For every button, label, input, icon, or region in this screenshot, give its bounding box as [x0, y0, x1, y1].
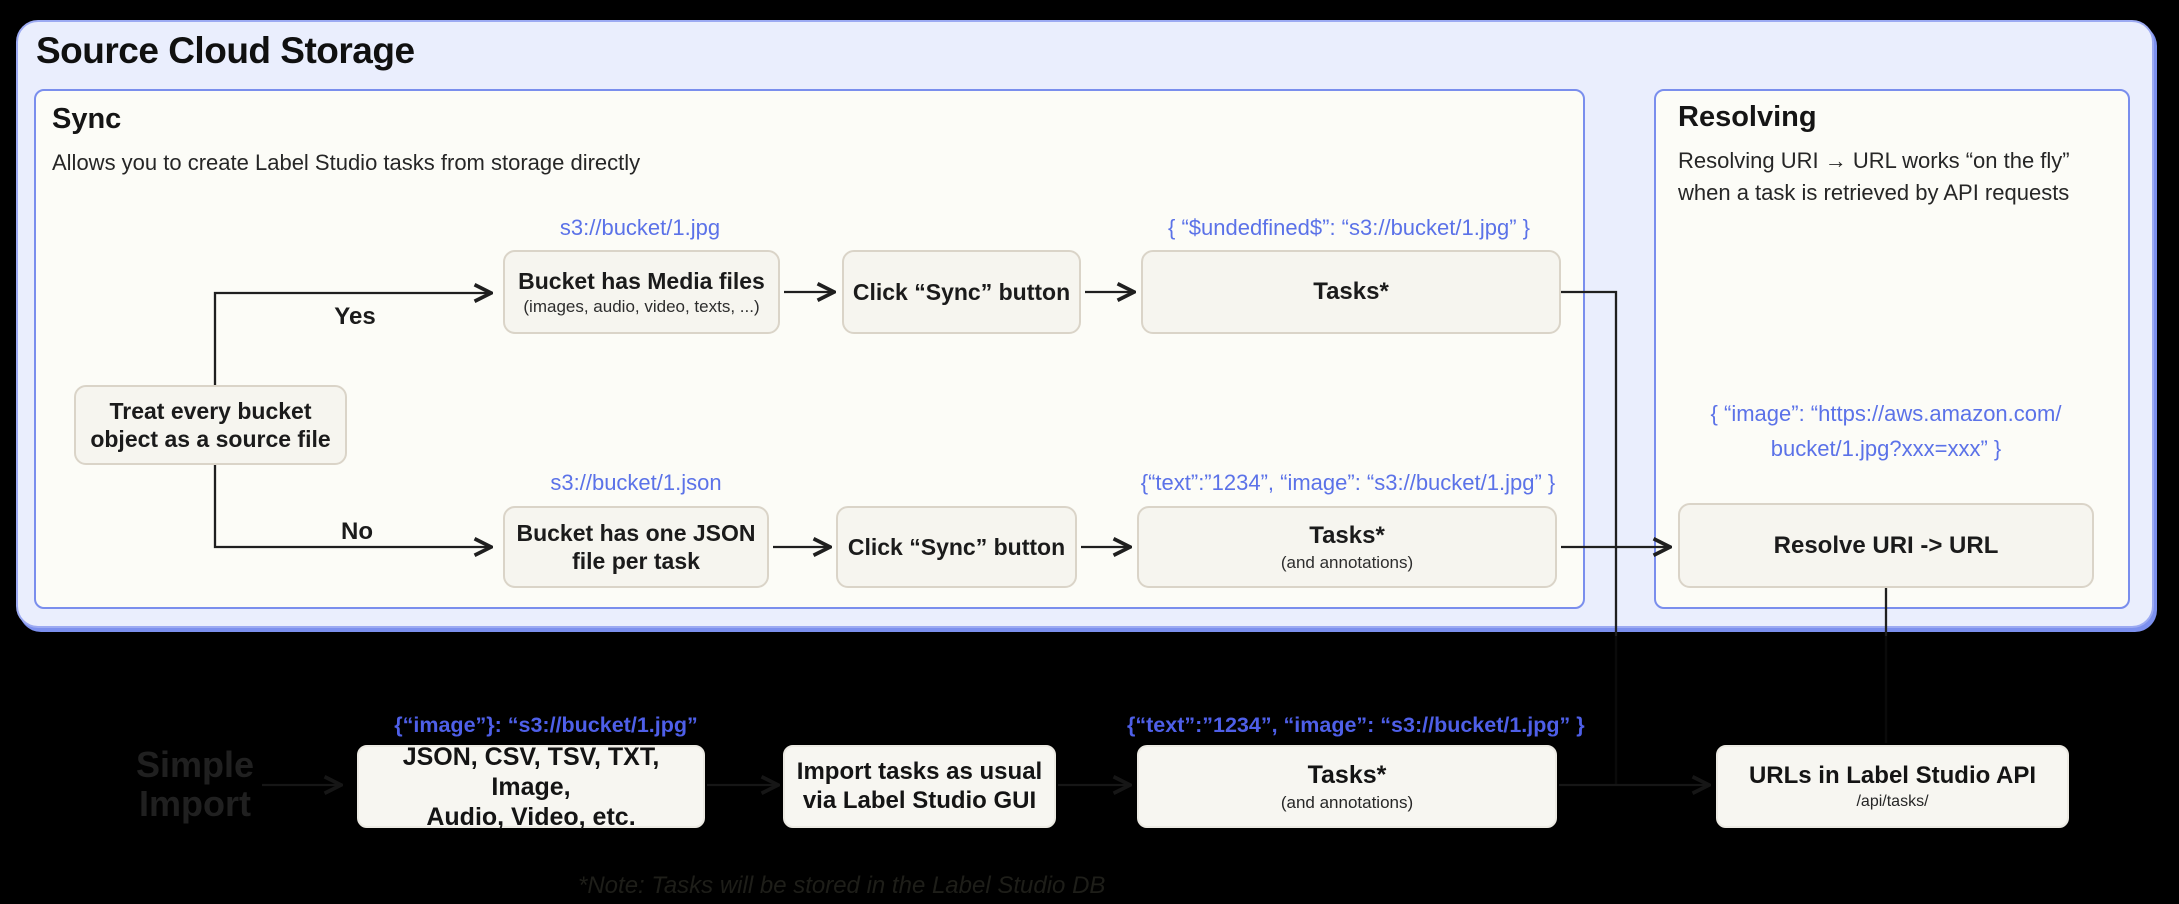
- node-click-sync-top: Click “Sync” button: [842, 250, 1081, 334]
- node-decision-bucket-object: Treat every bucket object as a source fi…: [74, 385, 347, 465]
- sync-panel-title: Sync: [52, 103, 122, 135]
- node-bucket-media-files: Bucket has Media files (images, audio, v…: [503, 250, 780, 334]
- node-file-formats-label: JSON, CSV, TSV, TXT, Image, Audio, Video…: [402, 742, 660, 831]
- node-import-tasks-gui-label: Import tasks as usual via Label Studio G…: [796, 757, 1043, 814]
- node-tasks-top-label: Tasks*: [1313, 278, 1389, 306]
- row1-json-label: { “$undedfined$”: “s3://bucket/1.jpg” }: [1167, 215, 1530, 240]
- node-tasks-annotations-sub: (and annotations): [1280, 552, 1414, 572]
- node-bucket-one-json: Bucket has one JSON file per task: [503, 506, 769, 588]
- node-click-sync-bottom: Click “Sync” button: [836, 506, 1077, 588]
- node-import-tasks-gui: Import tasks as usual via Label Studio G…: [783, 745, 1056, 828]
- node-resolve-uri-url-label: Resolve URI -> URL: [1773, 531, 1999, 559]
- resolving-panel-title: Resolving: [1678, 101, 1817, 133]
- branch-no-label: No: [341, 518, 373, 545]
- node-bucket-media-files-sub: (images, audio, video, texts, ...): [523, 297, 760, 317]
- page-title: Source Cloud Storage: [36, 30, 415, 71]
- node-decision-label: Treat every bucket object as a source fi…: [90, 397, 331, 452]
- row2-uri-label: s3://bucket/1.json: [550, 470, 722, 495]
- node-bucket-media-files-title: Bucket has Media files: [518, 267, 765, 294]
- import-box1-json-label: {“image”}: “s3://bucket/1.jpg”: [394, 713, 698, 737]
- node-tasks-annotations: Tasks* (and annotations): [1137, 506, 1557, 588]
- resolving-json-label: { “image”: “https://aws.amazon.com/ buck…: [1710, 401, 2062, 462]
- node-tasks-top: Tasks*: [1141, 250, 1561, 334]
- node-tasks-db-title: Tasks*: [1307, 761, 1387, 789]
- node-click-sync-bottom-label: Click “Sync” button: [847, 533, 1066, 560]
- node-tasks-db: Tasks* (and annotations): [1137, 745, 1557, 828]
- sync-panel-subtitle: Allows you to create Label Studio tasks …: [52, 150, 641, 175]
- row2-json-label: {“text”:”1234”, “image”: “s3://bucket/1.…: [1140, 470, 1556, 495]
- simple-import-label: Simple Import: [135, 744, 255, 824]
- node-click-sync-top-label: Click “Sync” button: [852, 278, 1071, 305]
- resolving-panel-body: Resolving URI → URL works “on the fly” w…: [1678, 148, 2070, 205]
- branch-yes-label: Yes: [334, 303, 376, 330]
- node-urls-api-title: URLs in Label Studio API: [1748, 761, 2037, 789]
- row1-uri-label: s3://bucket/1.jpg: [559, 215, 721, 240]
- node-urls-api: URLs in Label Studio API /api/tasks/: [1716, 745, 2069, 828]
- node-tasks-annotations-title: Tasks*: [1309, 522, 1385, 550]
- node-file-formats: JSON, CSV, TSV, TXT, Image, Audio, Video…: [357, 743, 705, 831]
- footnote: *Note: Tasks will be stored in the Label…: [578, 872, 1106, 899]
- node-resolve-uri-url: Resolve URI -> URL: [1678, 503, 2094, 588]
- node-urls-api-sub: /api/tasks/: [1856, 793, 1929, 811]
- import-box3-json-label: {“text”:”1234”, “image”: “s3://bucket/1.…: [1127, 713, 1585, 737]
- node-bucket-one-json-title: Bucket has one JSON file per task: [516, 519, 756, 574]
- node-tasks-db-sub: (and annotations): [1280, 793, 1414, 812]
